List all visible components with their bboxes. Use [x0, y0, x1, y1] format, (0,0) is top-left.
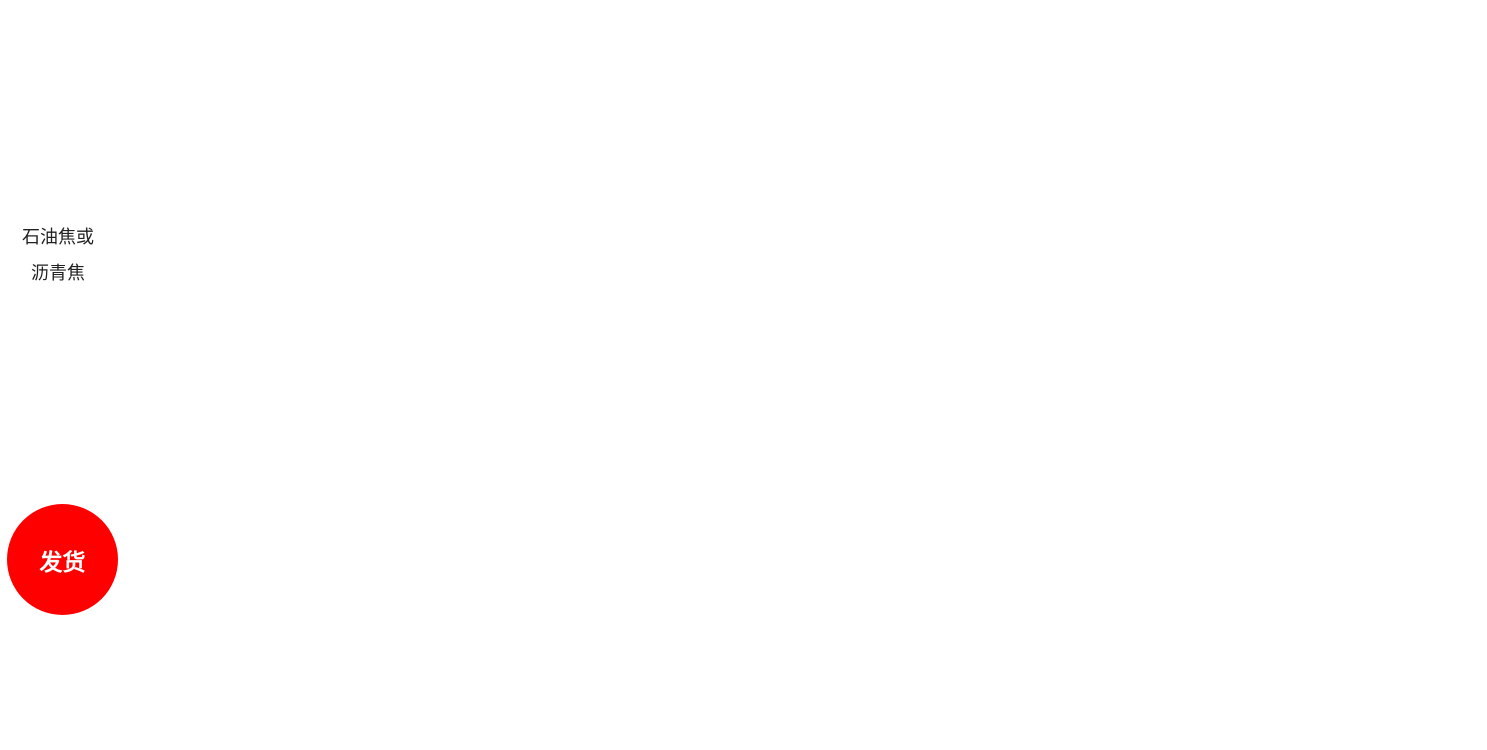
product-label-line-1: 石油焦或	[22, 227, 94, 248]
product-label-line-2: 沥青焦	[31, 263, 85, 284]
product-label: 石油焦或 沥青焦	[16, 220, 100, 292]
ship-button[interactable]: 发货	[7, 504, 118, 615]
